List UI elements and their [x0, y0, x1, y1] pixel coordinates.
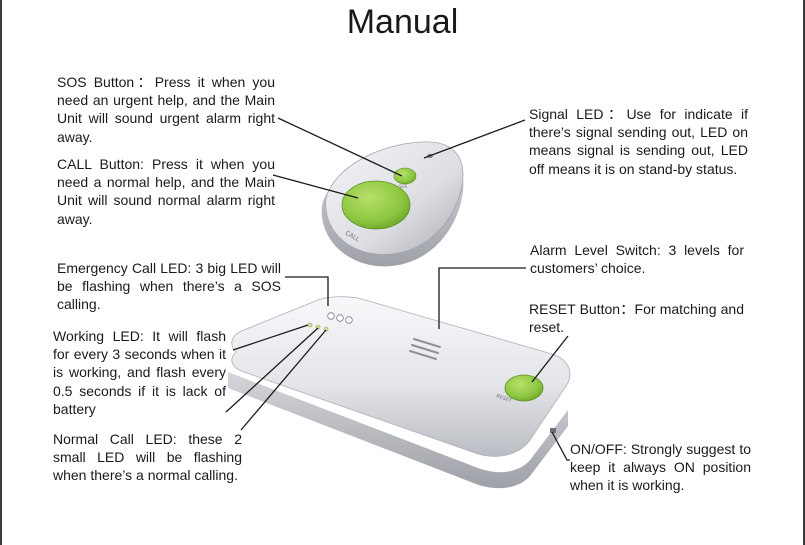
- alarm-level-switch-note: Alarm Level Switch: 3 levels for custome…: [530, 242, 744, 277]
- sos-button-shape: [393, 167, 417, 185]
- working-leader: [232, 324, 309, 351]
- reset-button-shape: [504, 374, 544, 402]
- page-title: Manual: [346, 3, 459, 41]
- sos-leader: [277, 117, 403, 177]
- normal-call-led-note: Normal Call LED: these 2 small LED will …: [53, 431, 242, 484]
- leader-lines: [225, 117, 570, 461]
- reset-leader: [531, 335, 569, 383]
- remote-pendant: CALL SOS: [321, 141, 464, 267]
- signal-leader: [423, 119, 526, 159]
- emergency-led-3: [345, 316, 353, 324]
- alarm-leader: [438, 267, 526, 329]
- reset-button-note: RESET Button：For matching and reset.: [529, 301, 744, 336]
- on-off-leader: [551, 431, 570, 461]
- call-button-note: CALL Button: Press it when you need a no…: [57, 156, 275, 227]
- call-button-shape: [341, 180, 411, 230]
- on-off-switch: [550, 428, 556, 433]
- signal-led-note: Signal LED：Use for indicate if there’s s…: [529, 106, 748, 177]
- normal-leader-1: [225, 327, 319, 413]
- normal-leader-2: [240, 329, 327, 431]
- working-led-note: Working LED: It will flash for every 3 s…: [53, 328, 226, 417]
- main-reset-label: RESET: [495, 393, 513, 404]
- remote-sos-label: SOS: [399, 184, 408, 189]
- emergency-leader: [285, 276, 329, 306]
- emergency-call-led-note: Emergency Call LED: 3 big LED will be fl…: [57, 260, 281, 313]
- main-unit: RESET: [228, 296, 571, 489]
- normal-led-1: [315, 324, 321, 330]
- emergency-led-2: [336, 314, 344, 322]
- page-border-left: [0, 0, 2, 545]
- emergency-led-1: [327, 312, 335, 320]
- call-leader: [272, 174, 359, 199]
- working-led: [307, 322, 313, 328]
- alarm-level-switch: [409, 338, 441, 360]
- page-border-right: [803, 0, 805, 545]
- on-off-note: ON/OFF: Strongly suggest to keep it alwa…: [570, 441, 751, 494]
- sos-button-note: SOS Button：Press it when you need an urg…: [57, 74, 275, 145]
